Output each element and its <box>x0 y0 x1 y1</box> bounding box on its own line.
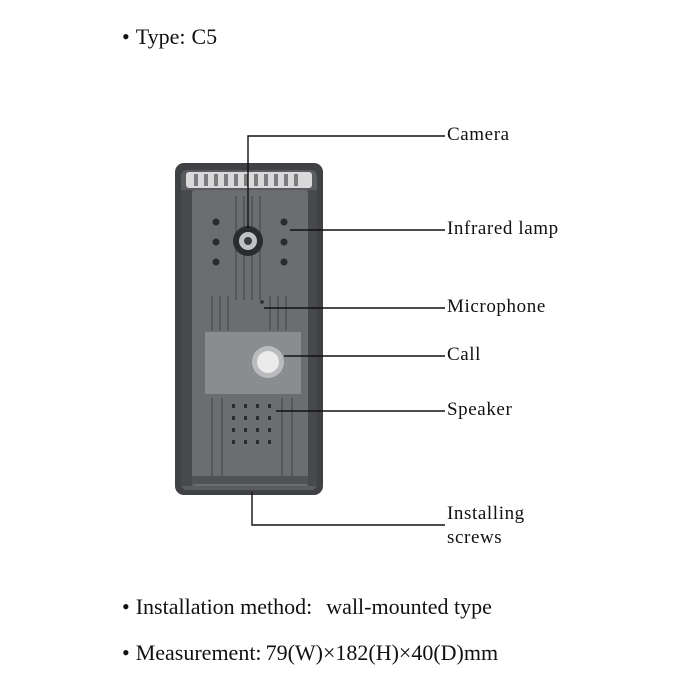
callout-call: Call <box>447 344 482 365</box>
type-value: C5 <box>191 24 218 49</box>
measurement-value: 79(W)×182(H)×40(D)mm <box>265 640 499 665</box>
measurement-label: Measurement: <box>135 640 262 665</box>
leader-screws <box>251 492 445 526</box>
left-side-edge <box>181 190 192 486</box>
right-side-edge <box>308 190 317 486</box>
callout-installing-line1: Installing <box>447 503 525 524</box>
callout-installing-line2: screws <box>447 527 503 548</box>
type-line: •Type:C5 <box>122 24 217 50</box>
leader-lines <box>247 135 445 526</box>
microphone-hole <box>260 300 264 304</box>
callout-infrared-lamp: Infrared lamp <box>447 218 559 239</box>
infrared-lamps <box>212 218 288 266</box>
callout-camera: Camera <box>447 124 510 145</box>
type-label: Type: <box>135 24 186 49</box>
speaker-holes <box>232 404 271 444</box>
call-button <box>257 351 279 373</box>
installation-label: Installation method: <box>135 594 313 619</box>
top-grille-slots <box>194 174 298 186</box>
measurement-line: •Measurement:79(W)×182(H)×40(D)mm <box>122 640 498 666</box>
bullet: • <box>122 24 130 49</box>
installation-value: wall-mounted type <box>326 594 492 619</box>
leader-camera <box>247 135 445 228</box>
bullet: • <box>122 594 130 619</box>
camera-lens-center <box>244 237 252 245</box>
callout-microphone: Microphone <box>447 296 546 317</box>
installation-method-line: •Installation method: wall-mounted type <box>122 594 492 620</box>
bullet: • <box>122 640 130 665</box>
callout-speaker: Speaker <box>447 399 513 420</box>
bottom-edge <box>192 476 308 484</box>
